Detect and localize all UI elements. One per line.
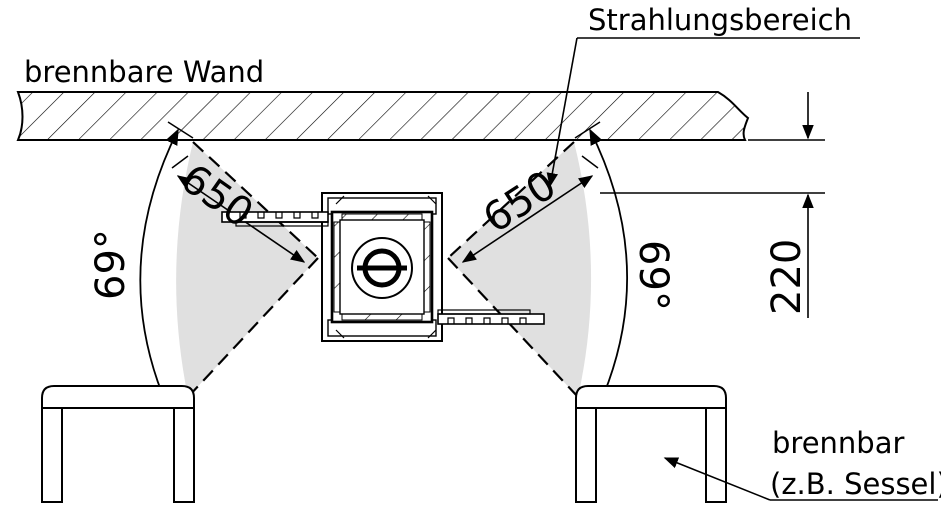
flue-pipe-icon <box>351 237 413 299</box>
combustible-leader <box>663 457 938 501</box>
rail-left <box>221 211 329 227</box>
wall-label: brennbare Wand <box>24 55 264 89</box>
combustible-label: brennbar <box>772 426 904 460</box>
wall-clearance-dimension <box>600 92 825 318</box>
distance-dimension-right <box>461 155 599 263</box>
combustible-example-label: (z.B. Sessel) <box>770 467 941 501</box>
left-angle-label: 69° <box>88 229 134 300</box>
wall-clearance-label: 220 <box>764 239 810 315</box>
armchair-left <box>41 385 195 503</box>
radiation-zone-leader <box>546 37 860 188</box>
combustible-wall <box>16 91 750 141</box>
right-angle-label: 69° <box>630 240 676 311</box>
armchair-right <box>575 385 727 503</box>
radiation-zone-label: Strahlungsbereich <box>588 3 852 37</box>
rail-right <box>437 309 545 325</box>
stove <box>321 192 443 342</box>
